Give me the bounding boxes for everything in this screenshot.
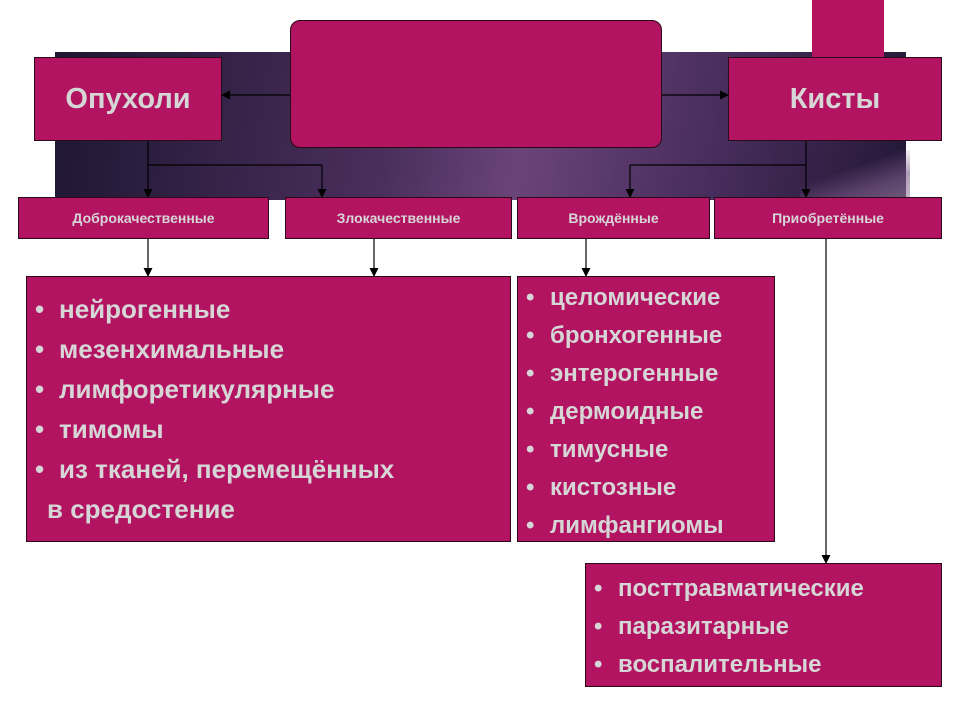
benign-node: Доброкачественные [18, 197, 269, 239]
bullet-icon: • [594, 575, 603, 602]
bullet-icon: • [35, 294, 45, 324]
congenital-cysts-box: • целомические • бронхогенные • энтерогенны… [517, 276, 775, 542]
list-item-label: лимфоретикулярные [59, 374, 335, 404]
bullet-icon: • [526, 398, 535, 425]
list-item: • кистозные [526, 469, 774, 507]
list-item-label: кистозные [550, 474, 677, 501]
list-item-label: бронхогенные [550, 322, 723, 349]
acquired-cysts-list: • посттравматические • паразитарные • воспа… [594, 570, 941, 684]
list-item: • лимфоретикулярные [35, 369, 510, 409]
list-item: • из тканей, перемещённых [35, 449, 510, 489]
background-swoosh [800, 150, 910, 200]
bullet-icon: • [526, 512, 535, 539]
bullet-icon: • [35, 374, 45, 404]
list-item-label: дермоидные [550, 398, 704, 425]
list-item: • бронхогенные [526, 317, 774, 355]
list-item: • целомические [526, 279, 774, 317]
list-item-label: воспалительные [618, 651, 822, 678]
bullet-icon: • [594, 651, 603, 678]
center-node [290, 20, 662, 148]
bullet-icon: • [594, 613, 603, 640]
list-item-label: посттравматические [618, 575, 864, 602]
list-item: • посттравматические [594, 570, 941, 608]
bullet-icon: • [526, 284, 535, 311]
list-item-continuation: в средостение [47, 494, 235, 524]
tumor-types-box: • нейрогенные • мезенхимальные • лимфоретик… [26, 276, 511, 542]
list-item-label: из тканей, перемещённых [59, 454, 395, 484]
list-item: • паразитарные [594, 608, 941, 646]
bullet-icon: • [526, 360, 535, 387]
list-item: • тимомы [35, 409, 510, 449]
bullet-icon: • [526, 436, 535, 463]
list-item-label: тимомы [59, 414, 164, 444]
corner-decoration [812, 0, 884, 58]
list-item: • мезенхимальные [35, 329, 510, 369]
acquired-node: Приобретённые [714, 197, 942, 239]
list-item: • дермоидные [526, 393, 774, 431]
congenital-cysts-list: • целомические • бронхогенные • энтерогенны… [526, 279, 774, 545]
congenital-node: Врождённые [517, 197, 710, 239]
list-item-label: паразитарные [618, 613, 789, 640]
list-item-label: энтерогенные [550, 360, 719, 387]
acquired-cysts-box: • посттравматические • паразитарные • воспа… [585, 563, 942, 687]
list-item-label: лимфангиомы [550, 512, 724, 539]
tumors-node: Опухоли [34, 57, 222, 141]
bullet-icon: • [35, 454, 45, 484]
bullet-icon: • [526, 474, 535, 501]
list-item-label: нейрогенные [59, 294, 231, 324]
malignant-node: Злокачественные [285, 197, 512, 239]
bullet-icon: • [35, 414, 45, 444]
list-item-label: целомические [550, 284, 721, 311]
list-item: • нейрогенные [35, 289, 510, 329]
list-item: • энтерогенные [526, 355, 774, 393]
bullet-icon: • [35, 334, 45, 364]
tumor-types-list: • нейрогенные • мезенхимальные • лимфоретик… [35, 289, 510, 529]
list-item: • тимусные [526, 431, 774, 469]
cysts-node: Кисты [728, 57, 942, 141]
list-item: • воспалительные [594, 646, 941, 684]
list-item-label: мезенхимальные [59, 334, 285, 364]
list-item-label: тимусные [550, 436, 669, 463]
list-item: • лимфангиомы [526, 507, 774, 545]
bullet-icon: • [526, 322, 535, 349]
